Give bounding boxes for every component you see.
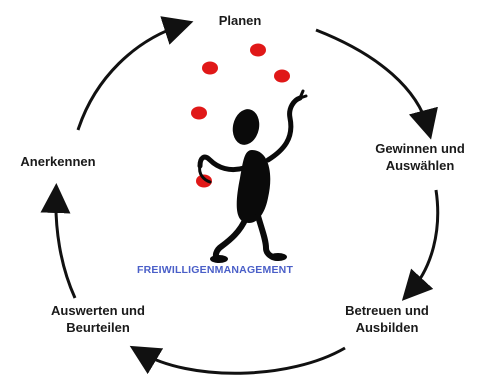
ball-5 — [196, 174, 212, 188]
stage-auswerten-line-2: Beurteilen — [66, 320, 130, 335]
ball-4 — [191, 106, 207, 120]
juggler-left-foot — [210, 255, 228, 263]
juggler-right-foot — [269, 253, 287, 261]
juggler-right-arm — [265, 95, 303, 163]
ball-3 — [274, 69, 290, 83]
juggling-balls-icon — [191, 43, 290, 188]
diagram-title: FREIWILLIGENMANAGEMENT — [137, 264, 294, 276]
arrow-gewinnen-to-betreuen — [401, 189, 440, 301]
stage-anerkennen-line-1: Anerkennen — [20, 154, 96, 169]
arrow-betreuen-to-auswerten — [129, 345, 346, 375]
juggler-left-leg — [212, 215, 249, 263]
stage-planen-label: Planen — [205, 12, 275, 29]
stage-gewinnen-label: Gewinnen und Auswählen — [362, 140, 478, 174]
arrow-planen-to-gewinnen — [315, 28, 438, 140]
stage-auswerten-line-1: Auswerten und — [51, 303, 145, 318]
juggler-left-hand — [198, 164, 212, 184]
stage-planen-line-1: Planen — [218, 13, 262, 28]
juggler-body — [236, 150, 271, 223]
juggler-left-arm — [197, 154, 247, 173]
cycle-arrows-icon — [40, 16, 440, 375]
juggler-figure-icon — [197, 89, 308, 263]
juggler-right-hand — [298, 89, 308, 100]
stage-betreuen-label: Betreuen und Ausbilden — [334, 302, 440, 336]
stage-anerkennen-label: Anerkennen — [12, 153, 104, 170]
juggler-right-leg — [255, 213, 281, 261]
arrow-anerkennen-to-planen — [76, 16, 194, 131]
ball-1 — [202, 61, 218, 75]
stage-gewinnen-line-2: Auswählen — [385, 158, 455, 173]
ball-2 — [250, 43, 266, 57]
arrow-auswerten-to-anerkennen — [40, 183, 77, 299]
stage-gewinnen-line-1: Gewinnen und — [375, 141, 465, 156]
stage-betreuen-line-2: Ausbilden — [355, 320, 419, 335]
juggler-head — [232, 109, 260, 145]
stage-auswerten-label: Auswerten und Beurteilen — [38, 302, 158, 336]
stage-betreuen-line-1: Betreuen und — [345, 303, 429, 318]
